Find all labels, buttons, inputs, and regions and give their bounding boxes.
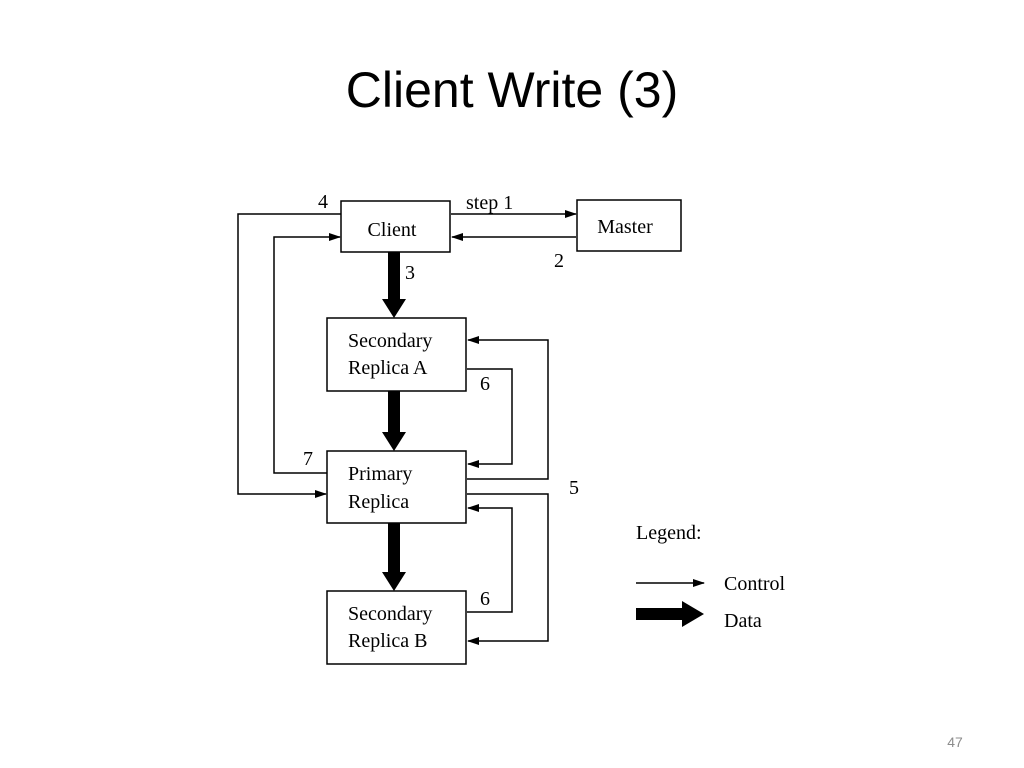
- label-step4: 4: [318, 191, 328, 213]
- control-arrow-step6-from-a: [467, 368, 513, 468]
- secondary-replica-b-node: Secondary Replica B: [326, 590, 467, 665]
- primary-line2: Replica: [348, 491, 409, 513]
- data-arrow-secondary-a-to-primary: [382, 391, 406, 451]
- label-step3: 3: [405, 262, 415, 284]
- control-arrow-step4: [237, 213, 341, 498]
- legend-title: Legend:: [636, 522, 702, 544]
- data-arrow-client-to-secondary-a: [382, 252, 406, 318]
- secondary-b-line1: Secondary: [348, 603, 432, 625]
- control-arrow-step5-to-a: [467, 336, 549, 480]
- label-step6-b: 6: [480, 588, 490, 610]
- secondary-a-line1: Secondary: [348, 330, 432, 352]
- data-arrow-primary-to-secondary-b: [382, 523, 406, 591]
- secondary-replica-a-node: Secondary Replica A: [326, 317, 467, 392]
- secondary-b-line2: Replica B: [348, 630, 427, 652]
- slide-title: Client Write (3): [345, 62, 679, 118]
- legend: Legend: Control Data: [636, 522, 786, 632]
- secondary-a-line2: Replica A: [348, 357, 428, 379]
- master-label: Master: [597, 216, 653, 238]
- client-node: Client: [340, 200, 451, 253]
- page-number: 47: [947, 734, 963, 750]
- master-node: Master: [576, 199, 682, 252]
- label-step5: 5: [569, 477, 579, 499]
- control-arrow-step5-to-b: [467, 493, 549, 645]
- label-step1: step 1: [466, 192, 513, 214]
- control-arrow-step7: [273, 233, 341, 474]
- legend-data-label: Data: [724, 610, 762, 632]
- legend-data-arrow: [636, 601, 704, 627]
- client-label: Client: [368, 219, 417, 241]
- label-step2: 2: [554, 250, 564, 272]
- primary-line1: Primary: [348, 463, 412, 485]
- primary-replica-node: Primary Replica: [326, 450, 467, 524]
- legend-control-label: Control: [724, 573, 786, 595]
- label-step7: 7: [303, 448, 313, 470]
- control-arrow-step6-from-b: [467, 504, 513, 613]
- label-step6-a: 6: [480, 373, 490, 395]
